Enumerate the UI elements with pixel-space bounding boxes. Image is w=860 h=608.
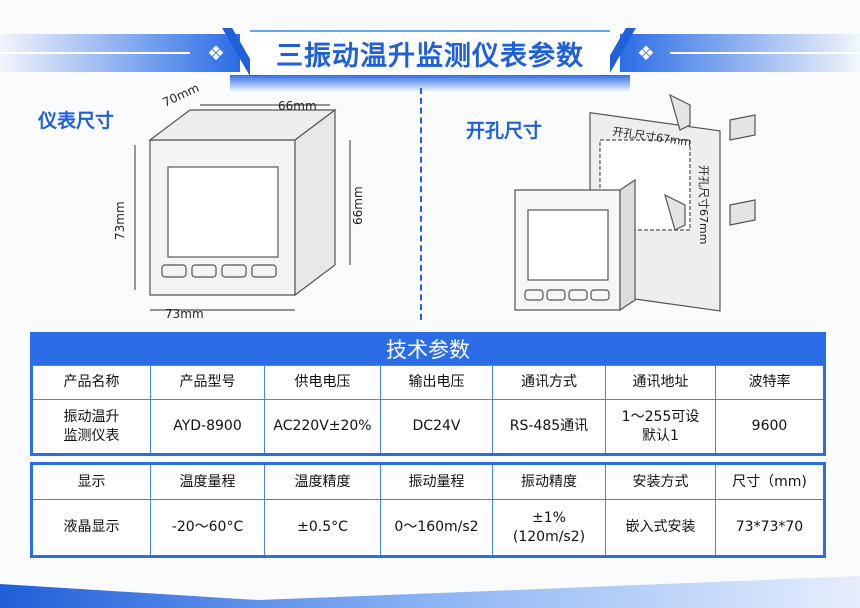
table-cell: 温度精度 (264, 465, 380, 499)
cutout-vertical: 开孔尺寸67mm (697, 165, 711, 244)
section-divider (420, 88, 422, 320)
table-cell: 产品名称 (63, 374, 120, 391)
table-cell: 显示 (77, 473, 106, 490)
dim-width-bottom: 73mm (165, 307, 204, 321)
table-header-row: 显示 温度量程温度精度振动量程振动精度安装方式尺寸（mm) (33, 465, 823, 499)
title-underlay (230, 75, 630, 91)
table-cell: 温度量程 (150, 465, 264, 499)
dim-width-top: 66mm (278, 99, 317, 113)
cutout-drawing: 开孔尺寸67mm 开孔尺寸67mm (514, 93, 756, 312)
table-cell: ±0.5°C (264, 500, 380, 555)
table-cell: 振动精度 (492, 465, 605, 499)
diamond-icon: ❖ (637, 41, 655, 65)
table-cell: RS-485通讯 (492, 400, 605, 453)
table-cell: 安装方式 (605, 465, 715, 499)
table-header-row: 产品名称 产品型号供电电压输出电压通讯方式通讯地址波特率 (33, 365, 823, 399)
table-cell: 供电电压 (264, 366, 380, 399)
table-cell: 液晶显示 (63, 519, 120, 536)
dim-height-left: 73mm (113, 201, 127, 240)
diamond-icon: ❖ (207, 41, 225, 65)
table-cell: 通讯地址 (605, 366, 715, 399)
table-cell: 产品型号 (150, 366, 264, 399)
table-cell: 嵌入式安装 (605, 500, 715, 555)
header-band-right (620, 34, 860, 72)
table-cell: 通讯方式 (492, 366, 605, 399)
page-title: 三振动温升监测仪表参数 (276, 41, 584, 72)
table-cell: 振动温升 监测仪表 (63, 408, 120, 444)
header-band-left (0, 34, 240, 72)
table-cell: DC24V (380, 400, 492, 453)
spec-table-2: 显示 温度量程温度精度振动量程振动精度安装方式尺寸（mm) 液晶显示 -20～60°… (30, 462, 826, 558)
table-cell: AYD-8900 (150, 400, 264, 453)
table-cell: 输出电压 (380, 366, 492, 399)
meter-dimension-drawing: 70mm 66mm 73mm 66mm 73mm (113, 85, 365, 321)
spec-table-1: 技术参数 产品名称 产品型号供电电压输出电压通讯方式通讯地址波特率 振动温升 监测… (30, 332, 826, 456)
table-cell: AC220V±20% (264, 400, 380, 453)
section-label-dimensions: 仪表尺寸 (38, 110, 115, 132)
table-cell: ±1% (120m/s2) (492, 500, 605, 555)
table-cell: -20～60°C (150, 500, 264, 555)
table-cell: 尺寸（mm) (715, 465, 823, 499)
table-title: 技术参数 (33, 335, 823, 365)
dim-height-right: 66mm (351, 186, 365, 225)
table-cell: 9600 (715, 400, 823, 453)
table-cell: 1～255可设 默认1 (605, 400, 715, 453)
dim-depth: 70mm (160, 85, 201, 110)
bottom-wave (0, 576, 860, 608)
table-cell: 73*73*70 (715, 500, 823, 555)
section-label-cutout: 开孔尺寸 (466, 120, 543, 142)
table-cell: 波特率 (715, 366, 823, 399)
page-title-box: 三振动温升监测仪表参数 (250, 30, 610, 75)
table-cell: 振动量程 (380, 465, 492, 499)
table-cell: 0～160m/s2 (380, 500, 492, 555)
